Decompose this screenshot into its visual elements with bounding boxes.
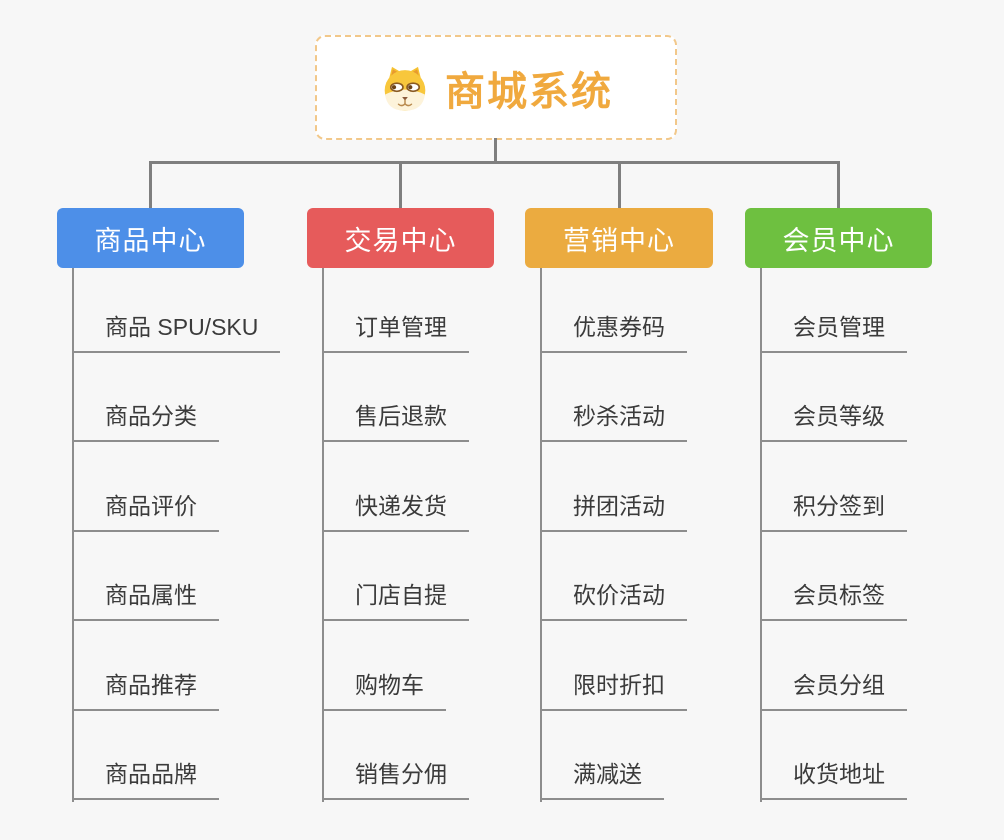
connector-drop-marketing bbox=[618, 161, 621, 209]
connector-horizontal-rail bbox=[149, 161, 840, 164]
leaf-topic[interactable]: 满减送 bbox=[540, 760, 664, 800]
leaf-topic[interactable]: 销售分佣 bbox=[322, 760, 469, 800]
root-topic[interactable]: 商城系统 bbox=[315, 35, 677, 140]
connector-drop-trade bbox=[399, 161, 402, 209]
leaf-topic[interactable]: 快递发货 bbox=[322, 492, 469, 532]
leaf-topic[interactable]: 商品分类 bbox=[72, 402, 219, 442]
leaf-topic[interactable]: 商品评价 bbox=[72, 492, 219, 532]
leaf-topic[interactable]: 拼团活动 bbox=[540, 492, 687, 532]
dog-face-icon bbox=[379, 62, 431, 114]
leaf-topic[interactable]: 积分签到 bbox=[760, 492, 907, 532]
connector-drop-product bbox=[149, 161, 152, 209]
branch-children-marketing: 优惠券码 秒杀活动 拼团活动 砍价活动 限时折扣 满减送 bbox=[540, 268, 775, 802]
leaf-topic[interactable]: 砍价活动 bbox=[540, 581, 687, 621]
leaf-topic[interactable]: 商品品牌 bbox=[72, 760, 219, 800]
branch-spine bbox=[540, 268, 542, 802]
leaf-topic[interactable]: 收货地址 bbox=[760, 760, 907, 800]
leaf-topic[interactable]: 会员等级 bbox=[760, 402, 907, 442]
branch-node-product-center[interactable]: 商品中心 bbox=[57, 208, 244, 268]
branch-spine bbox=[72, 268, 74, 802]
branch-node-member-center[interactable]: 会员中心 bbox=[745, 208, 932, 268]
leaf-topic[interactable]: 商品属性 bbox=[72, 581, 219, 621]
connector-drop-member bbox=[837, 161, 840, 209]
leaf-topic[interactable]: 商品推荐 bbox=[72, 671, 219, 711]
branch-node-trade-center[interactable]: 交易中心 bbox=[307, 208, 494, 268]
branch-children-trade: 订单管理 售后退款 快递发货 门店自提 购物车 销售分佣 bbox=[322, 268, 557, 802]
branch-spine bbox=[322, 268, 324, 802]
leaf-topic[interactable]: 秒杀活动 bbox=[540, 402, 687, 442]
branch-node-marketing-center[interactable]: 营销中心 bbox=[525, 208, 713, 268]
leaf-topic[interactable]: 订单管理 bbox=[322, 313, 469, 353]
branch-children-product: 商品 SPU/SKU 商品分类 商品评价 商品属性 商品推荐 商品品牌 bbox=[72, 268, 307, 802]
leaf-topic[interactable]: 会员分组 bbox=[760, 671, 907, 711]
leaf-topic[interactable]: 门店自提 bbox=[322, 581, 469, 621]
root-topic-title: 商城系统 bbox=[445, 69, 613, 114]
branch-children-member: 会员管理 会员等级 积分签到 会员标签 会员分组 收货地址 bbox=[760, 268, 995, 802]
leaf-topic[interactable]: 会员管理 bbox=[760, 313, 907, 353]
leaf-topic[interactable]: 优惠券码 bbox=[540, 313, 687, 353]
leaf-topic[interactable]: 商品 SPU/SKU bbox=[72, 313, 281, 353]
leaf-topic[interactable]: 会员标签 bbox=[760, 581, 907, 621]
branch-spine bbox=[760, 268, 762, 802]
leaf-topic[interactable]: 购物车 bbox=[322, 671, 446, 711]
leaf-topic[interactable]: 售后退款 bbox=[322, 402, 469, 442]
leaf-topic[interactable]: 限时折扣 bbox=[540, 671, 687, 711]
connector-root-stem bbox=[494, 138, 497, 163]
